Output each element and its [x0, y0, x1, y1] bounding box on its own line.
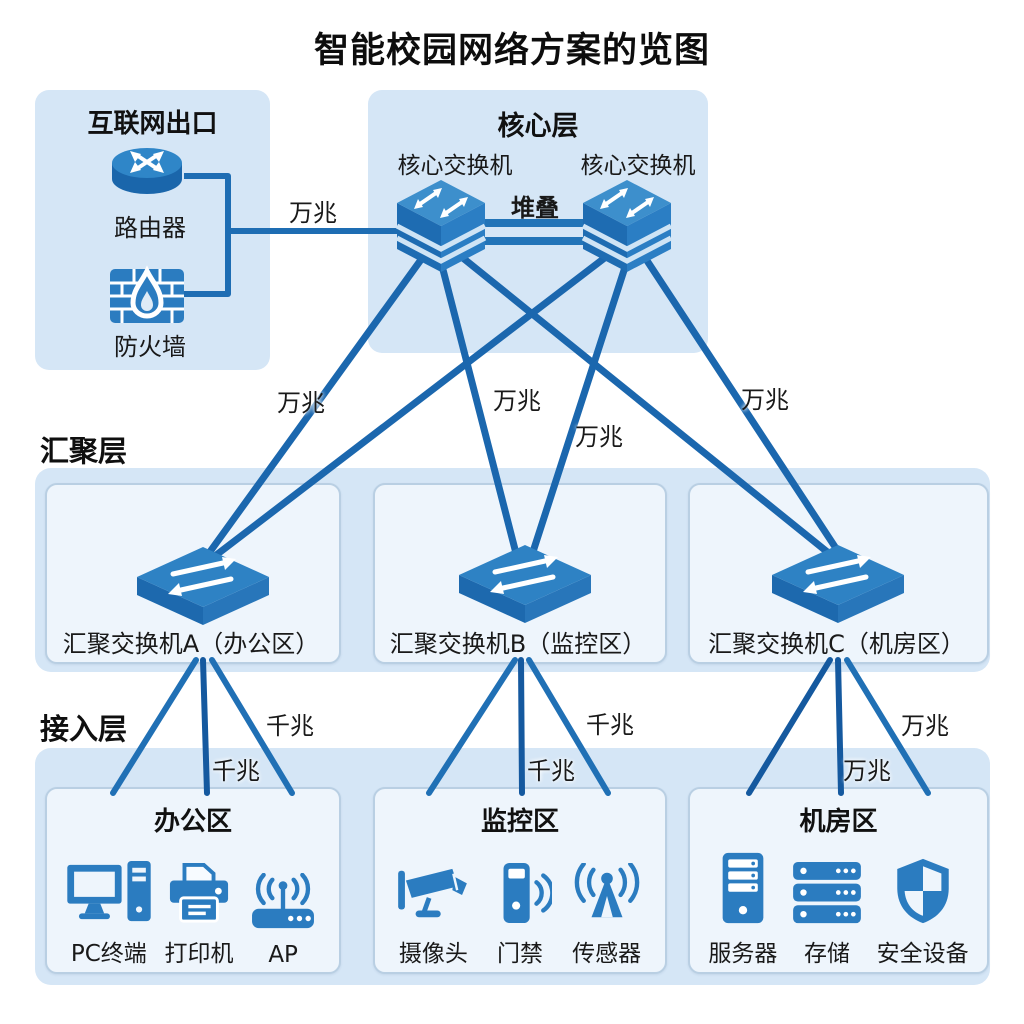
device-label: AP: [268, 942, 298, 968]
link-label-agg-a-inner: 千兆: [212, 757, 260, 785]
agg-switch-icon: [455, 543, 595, 627]
link-label-internet-core: 万兆: [289, 199, 337, 227]
page-title: 智能校园网络方案的览图: [313, 31, 710, 71]
storage-icon: [790, 851, 864, 925]
device-label: 存储: [803, 941, 850, 967]
door-access-icon: [488, 851, 552, 925]
sensor-icon: [569, 851, 645, 925]
device-label: 服务器: [708, 941, 778, 967]
link-label-agg-b-outer: 千兆: [586, 711, 634, 739]
camera-icon: [395, 851, 471, 925]
core-switch-2-label: 核心交换机: [580, 153, 696, 179]
device-label: 摄像头: [398, 941, 468, 967]
router-label: 路由器: [114, 214, 186, 242]
stack-label: 堆叠: [511, 194, 559, 222]
access-layer-label: 接入层: [40, 712, 128, 746]
link-label-core-agg-3: 万兆: [575, 423, 623, 451]
zone-surveillance-devices: 摄像头 门禁: [375, 838, 665, 972]
aggregation-layer-label: 汇聚层: [40, 434, 128, 468]
printer-icon: [167, 851, 231, 925]
core-switch-icon: [579, 178, 675, 274]
zone-server-room-title: 机房区: [799, 807, 878, 837]
shield-icon: [891, 851, 955, 925]
firewall-icon: [109, 263, 185, 329]
zone-office-title: 办公区: [153, 807, 232, 837]
agg-switch-icon: [133, 545, 273, 629]
agg-switch-icon: [768, 543, 908, 627]
zone-office-devices: PC终端 打印机: [47, 838, 339, 972]
device-label: PC终端: [70, 941, 147, 967]
link-label-agg-b-inner: 千兆: [527, 757, 575, 785]
device-storage: 存储: [790, 851, 864, 968]
device-label: 安全设备: [876, 941, 969, 967]
zone-server-room-box: 机房区 服务器: [688, 787, 989, 974]
zone-surveillance-title: 监控区: [480, 807, 559, 837]
router-icon: [107, 143, 187, 201]
link-label-core-agg-4: 万兆: [741, 386, 789, 414]
link-label-agg-c-outer: 万兆: [901, 712, 949, 740]
device-printer: 打印机: [164, 851, 233, 968]
agg-switch-b-label: 汇聚交换机B（监控区）: [389, 630, 647, 658]
device-label: 打印机: [164, 941, 234, 967]
link-label-core-agg-2: 万兆: [493, 387, 541, 415]
agg-switch-a-label: 汇聚交换机A（办公区）: [62, 630, 320, 658]
device-ap: AP: [245, 859, 321, 968]
link-label-agg-a-outer: 千兆: [266, 712, 314, 740]
zone-surveillance-box: 监控区 摄像头: [373, 787, 667, 974]
zone-office-box: 办公区 PC终端: [45, 787, 341, 974]
core-layer-title: 核心层: [497, 111, 579, 142]
pc-icon: [65, 851, 153, 925]
core-switch-1-label: 核心交换机: [397, 153, 513, 179]
device-pc: PC终端: [65, 851, 153, 968]
device-sensor: 传感器: [569, 851, 645, 968]
device-server: 服务器: [708, 851, 777, 968]
device-camera: 摄像头: [395, 851, 471, 968]
device-door-access: 门禁: [488, 851, 552, 968]
internet-exit-title: 互联网出口: [87, 109, 218, 139]
ap-icon: [245, 859, 321, 933]
device-security: 安全设备: [877, 851, 969, 968]
agg-switch-c-label: 汇聚交换机C（机房区）: [708, 630, 965, 658]
device-label: 门禁: [496, 941, 543, 967]
zone-server-room-devices: 服务器 存储: [690, 838, 987, 972]
device-label: 传感器: [572, 941, 642, 967]
core-switch-icon: [393, 178, 489, 274]
link-label-agg-c-inner: 万兆: [843, 757, 891, 785]
firewall-label: 防火墙: [114, 333, 186, 361]
server-icon: [715, 851, 771, 925]
link-label-core-agg-1: 万兆: [277, 389, 325, 417]
